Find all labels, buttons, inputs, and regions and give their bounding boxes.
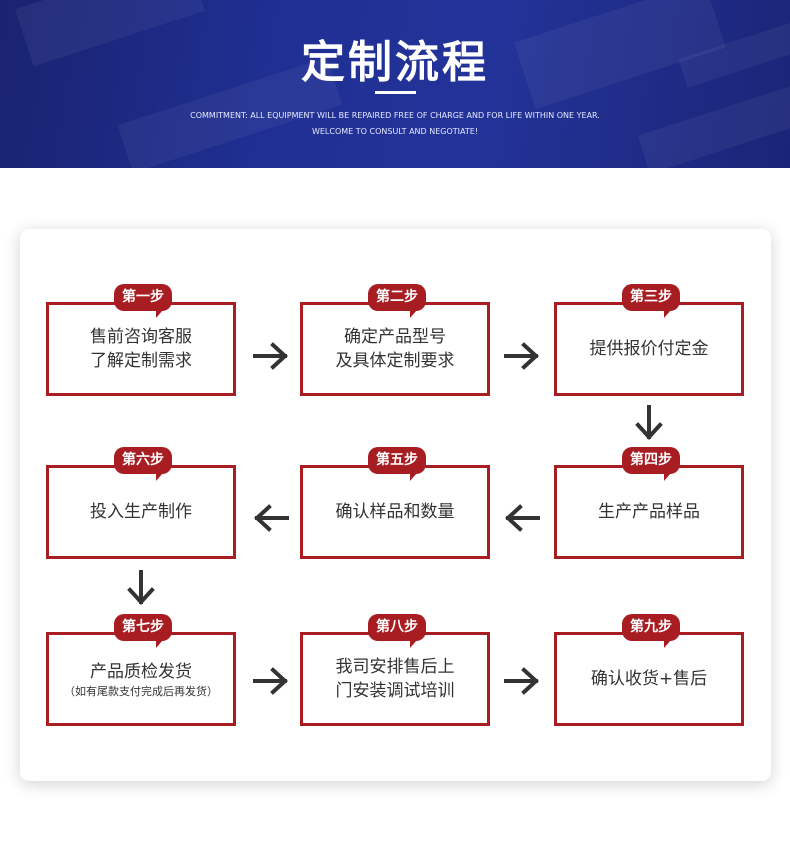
- page-title: 定制流程: [301, 37, 489, 88]
- step-5-box: 确认样品和数量: [300, 465, 490, 559]
- arrow-right-icon: [253, 667, 289, 695]
- step-3: 提供报价付定金 第三步: [554, 284, 744, 396]
- banner-subtitle-welcome: WELCOME TO CONSULT AND NEGOTIATE!: [311, 127, 479, 136]
- step-4-line1: 生产产品样品: [598, 502, 700, 522]
- step-4-badge: 第四步: [622, 447, 680, 481]
- step-9-box: 确认收货+售后: [554, 632, 744, 726]
- step-9-badge: 第九步: [622, 614, 680, 648]
- step-7-line1: 产品质检发货: [90, 661, 192, 682]
- step-9-line1: 确认收货+售后: [590, 669, 708, 689]
- step-5-badge: 第五步: [368, 447, 426, 481]
- step-3-line1: 提供报价付定金: [589, 339, 709, 359]
- arrow-right-icon: [504, 342, 540, 370]
- step-6-line1: 投入生产制作: [90, 502, 192, 522]
- step-1: 售前咨询客服 了解定制需求 第一步: [46, 284, 236, 396]
- step-7-box: 产品质检发货 （如有尾款支付完成后再发货）: [46, 632, 236, 726]
- step-8: 我司安排售后上 门安装调试培训 第八步: [300, 614, 490, 726]
- step-2: 确定产品型号 及具体定制要求 第二步: [300, 284, 490, 396]
- step-8-line2: 门安装调试培训: [335, 681, 455, 701]
- step-7-note: （如有尾款支付完成后再发货）: [64, 684, 218, 698]
- step-6-badge: 第六步: [114, 447, 172, 481]
- step-8-badge: 第八步: [368, 614, 426, 648]
- step-3-badge: 第三步: [622, 284, 680, 318]
- step-3-box: 提供报价付定金: [554, 302, 744, 396]
- arrow-down-icon: [127, 570, 155, 606]
- step-2-badge: 第二步: [368, 284, 426, 318]
- step-1-line1: 售前咨询客服: [90, 327, 192, 347]
- arrow-left-icon: [504, 504, 540, 532]
- step-1-badge: 第一步: [114, 284, 172, 318]
- step-1-line2: 了解定制需求: [90, 351, 192, 371]
- step-2-line2: 及具体定制要求: [335, 351, 455, 371]
- step-1-box: 售前咨询客服 了解定制需求: [46, 302, 236, 396]
- step-5-line1: 确认样品和数量: [335, 502, 455, 522]
- step-2-line1: 确定产品型号: [344, 327, 446, 347]
- step-7-badge: 第七步: [114, 614, 172, 648]
- arrow-right-icon: [253, 342, 289, 370]
- step-4-box: 生产产品样品: [554, 465, 744, 559]
- arrow-left-icon: [253, 504, 289, 532]
- arrow-down-icon: [635, 405, 663, 441]
- arrow-right-icon: [504, 667, 540, 695]
- header-banner: 定制流程 COMMITMENT: ALL EQUIPMENT WILL BE R…: [0, 0, 790, 168]
- step-8-line1: 我司安排售后上: [335, 657, 455, 677]
- step-8-box: 我司安排售后上 门安装调试培训: [300, 632, 490, 726]
- step-2-box: 确定产品型号 及具体定制要求: [300, 302, 490, 396]
- step-6: 投入生产制作 第六步: [46, 447, 236, 559]
- step-6-box: 投入生产制作: [46, 465, 236, 559]
- banner-subtitle-commitment: COMMITMENT: ALL EQUIPMENT WILL BE REPAIR…: [190, 111, 600, 120]
- step-9: 确认收货+售后 第九步: [554, 614, 744, 726]
- step-7: 产品质检发货 （如有尾款支付完成后再发货） 第七步: [46, 614, 236, 726]
- step-4: 生产产品样品 第四步: [554, 447, 744, 559]
- step-5: 确认样品和数量 第五步: [300, 447, 490, 559]
- title-underline: [375, 91, 416, 94]
